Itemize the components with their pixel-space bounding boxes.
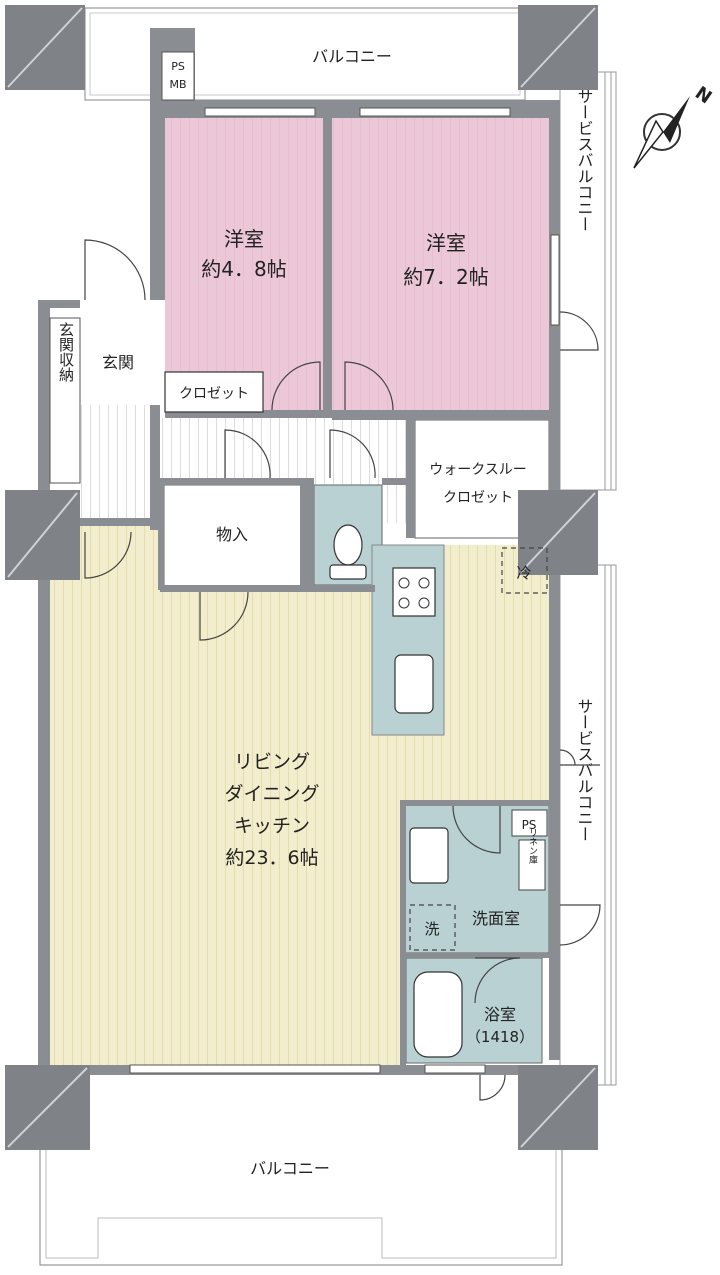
top-balcony-label: バルコニー <box>312 47 392 66</box>
ldk-size: 約23．6帖 <box>225 847 318 869</box>
western-room-2-name: 洋室 <box>426 231 466 255</box>
entrance-storage-label: 玄関収納 <box>57 322 75 383</box>
washroom-label: 洗面室 <box>472 909 520 928</box>
linen-storage <box>518 839 546 891</box>
compass-north-label: N <box>691 83 715 109</box>
service-balcony-lower: サービスバルコニー <box>559 564 617 1086</box>
ps-box-label: PS <box>522 818 537 832</box>
washer-label: 洗 <box>424 920 439 938</box>
walk-through-closet-label-2: クロゼット <box>443 490 513 506</box>
compass-icon: N <box>633 83 715 169</box>
entrance-storage <box>49 317 81 484</box>
bathtub-fixture <box>413 971 463 1058</box>
mb-label: MB <box>169 78 186 91</box>
ps-mb-shaft <box>161 51 195 101</box>
ps-box <box>511 809 548 837</box>
toilet-fixture <box>329 524 367 580</box>
washer-space <box>409 904 456 951</box>
entrance-label: 玄関 <box>102 353 134 372</box>
service-balcony-upper: サービスバルコニー <box>559 71 617 491</box>
bathroom-label: 浴室 <box>484 1005 516 1024</box>
service-balcony-upper-label: サービスバルコニー <box>575 88 594 232</box>
fridge-label: 冷 <box>516 564 531 582</box>
washbasin-fixture <box>409 827 449 884</box>
ps-label: PS <box>171 60 185 73</box>
doors <box>84 239 601 1101</box>
windows <box>129 107 560 1074</box>
bathroom-size: （1418） <box>466 1028 534 1046</box>
service-balcony-lower-label: サービスバルコニー <box>575 698 594 842</box>
kitchen-sink-fixture <box>394 654 434 714</box>
bottom-balcony: バルコニー <box>39 1148 563 1266</box>
western-room-2-size: 約7．2帖 <box>403 265 488 289</box>
ldk-label-1: リビング <box>234 751 310 773</box>
closet-label: クロゼット <box>179 386 249 402</box>
fridge-space <box>501 547 548 594</box>
ldk-label-3: キッチン <box>234 815 310 837</box>
bottom-balcony-label: バルコニー <box>250 1159 330 1178</box>
walk-through-closet-label-1: ウォークスルー <box>429 462 527 478</box>
western-room-1-name: 洋室 <box>224 227 264 251</box>
stove-fixture <box>392 567 436 617</box>
storage-label: 物入 <box>216 525 248 544</box>
western-room-1-size: 約4．8帖 <box>201 257 286 281</box>
closet <box>164 371 264 413</box>
ldk-label-2: ダイニング <box>224 783 319 805</box>
linen-storage-label: リネン庫 <box>527 828 538 865</box>
